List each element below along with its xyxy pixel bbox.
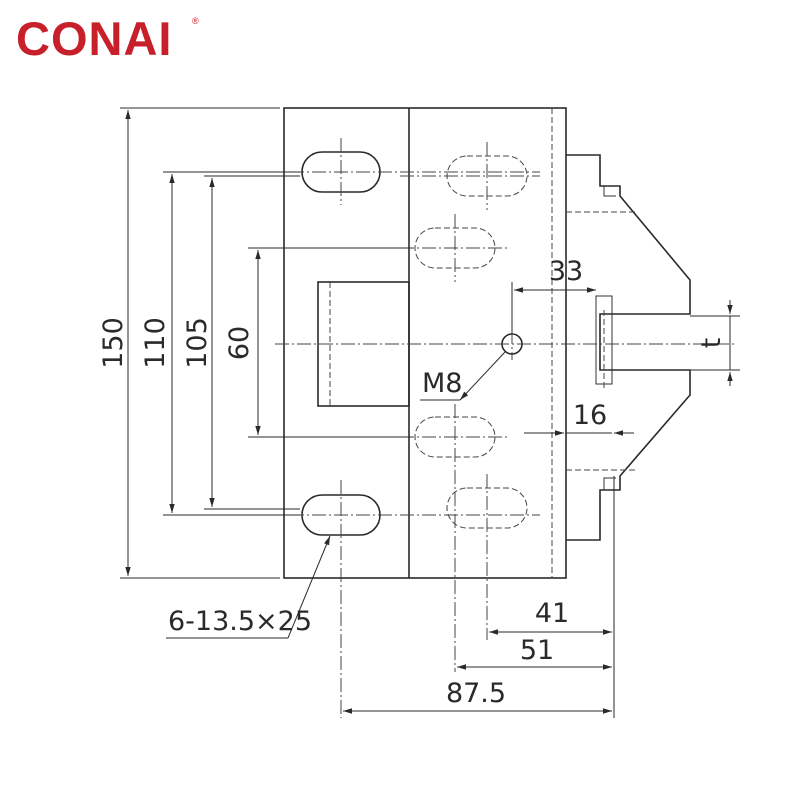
profile-tab xyxy=(595,295,613,385)
dim-16: 16 xyxy=(573,400,607,431)
profile-step-bottom xyxy=(603,477,616,490)
registered-mark: ® xyxy=(192,16,199,26)
centerlines xyxy=(275,138,735,718)
dim-33: 33 xyxy=(549,256,583,287)
dim-110: 110 xyxy=(140,317,171,369)
dim-87-5: 87.5 xyxy=(446,678,506,709)
dim-105: 105 xyxy=(182,317,213,369)
profile-step-top xyxy=(603,186,616,197)
dim-150: 150 xyxy=(98,317,129,369)
dim-t: t xyxy=(696,338,727,349)
label-slot-callout: 6-13.5×25 xyxy=(168,606,312,637)
side-profile xyxy=(566,154,691,541)
component-body xyxy=(283,107,691,579)
label-m8: M8 xyxy=(422,368,462,399)
dimensions: 150 110 105 60 33 M8 16 t 41 xyxy=(98,107,740,718)
logo-text: CONAI xyxy=(16,12,172,65)
body-outline xyxy=(283,107,567,579)
dim-41: 41 xyxy=(535,598,569,629)
dim-60: 60 xyxy=(224,326,255,360)
brand-logo: CONAI ® xyxy=(16,12,199,65)
dim-51: 51 xyxy=(520,635,554,666)
